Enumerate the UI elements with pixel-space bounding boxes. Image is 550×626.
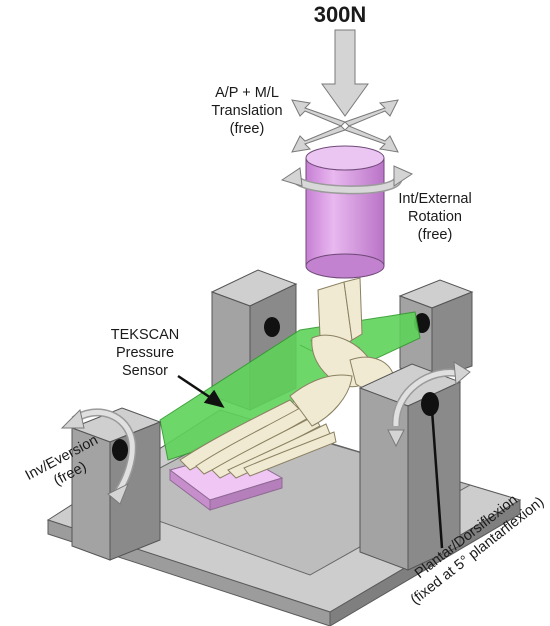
bracket-front-left <box>70 407 162 561</box>
sensor-line-1: TEKSCAN <box>110 327 180 343</box>
force-label: 300N <box>285 2 395 28</box>
rotation-label: Int/External Rotation (free) <box>380 190 490 244</box>
sensor-label: TEKSCAN Pressure Sensor <box>90 326 200 380</box>
rotation-line-3: (free) <box>417 227 453 243</box>
actuator-cylinder <box>305 145 385 279</box>
plantar-arrow <box>387 361 471 448</box>
translation-line-1: A/P + M/L <box>215 85 279 101</box>
rotation-line-2: Rotation <box>407 209 462 225</box>
translation-line-2: Translation <box>211 103 283 119</box>
sensor-line-2: Pressure <box>115 345 175 361</box>
rotation-line-1: Int/External <box>398 191 472 207</box>
translation-arrows <box>291 99 399 153</box>
force-arrow <box>321 29 369 117</box>
foot-bones <box>179 277 395 479</box>
force-value: 300N <box>313 2 367 27</box>
translation-line-3: (free) <box>229 121 265 137</box>
translation-label: A/P + M/L Translation (free) <box>182 84 312 138</box>
sensor-leader-arrowhead <box>203 389 225 408</box>
rotation-arrow <box>280 165 414 195</box>
inversion-arrow <box>60 408 137 505</box>
sensor-line-3: Sensor <box>122 363 168 379</box>
leader-lines <box>177 374 444 549</box>
plantar-leader-line <box>430 409 444 549</box>
sensor-leader-line <box>177 374 215 402</box>
